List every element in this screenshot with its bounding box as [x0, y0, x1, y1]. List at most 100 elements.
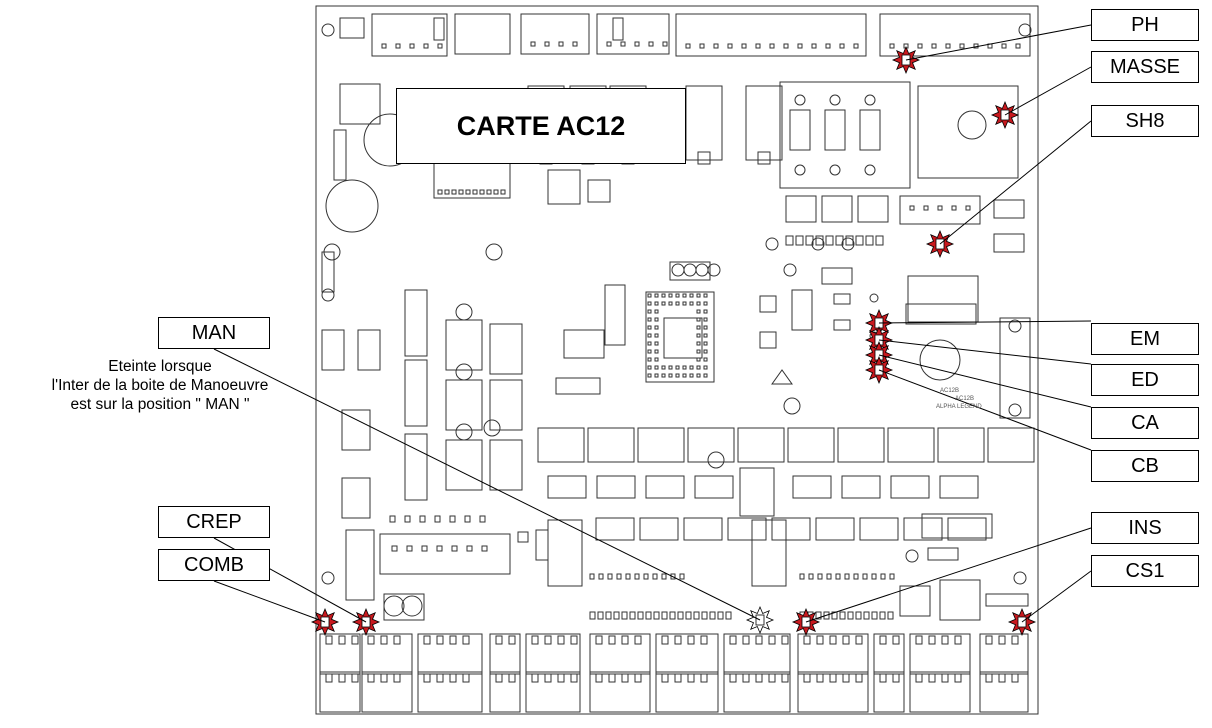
ic	[841, 475, 881, 499]
pin	[595, 673, 603, 683]
mount-hole	[1013, 571, 1027, 585]
pin	[703, 301, 708, 306]
pin	[351, 635, 359, 645]
pin	[654, 325, 659, 330]
pin	[687, 635, 695, 645]
bottom-connector	[417, 671, 483, 713]
pin	[472, 189, 478, 195]
pin	[616, 573, 622, 580]
pin	[423, 673, 431, 683]
label-ins: INS	[1091, 512, 1199, 544]
component	[927, 547, 959, 561]
pin	[928, 635, 936, 645]
pin	[661, 673, 669, 683]
capacitor	[325, 179, 379, 233]
label-crep: CREP	[158, 506, 270, 538]
pin	[727, 43, 733, 49]
pin	[717, 611, 724, 620]
pin	[755, 635, 763, 645]
board-marking-1: AC12B	[940, 388, 959, 394]
pin	[668, 373, 673, 378]
transistor	[547, 169, 581, 205]
mount-hole	[783, 263, 797, 277]
pin	[703, 325, 708, 330]
pin	[675, 293, 680, 298]
pin	[451, 189, 457, 195]
terminal-screw	[864, 94, 876, 106]
pin	[449, 673, 457, 683]
pin	[954, 635, 962, 645]
pin	[647, 341, 652, 346]
board-logo	[919, 339, 961, 381]
pin	[965, 205, 971, 211]
pin	[703, 341, 708, 346]
component	[759, 331, 777, 349]
pin	[654, 341, 659, 346]
pin	[449, 515, 456, 523]
pin	[696, 301, 701, 306]
pin	[508, 635, 516, 645]
pin	[380, 673, 388, 683]
pin	[597, 611, 604, 620]
man-note: Eteinte lorsque l'Inter de la boite de M…	[0, 357, 320, 414]
pin	[703, 317, 708, 322]
relay	[341, 409, 371, 451]
mount-hole	[841, 237, 855, 251]
pin	[825, 43, 831, 49]
pin	[729, 673, 737, 683]
pin	[689, 365, 694, 370]
top-connector	[520, 13, 590, 55]
pin	[367, 673, 375, 683]
pin	[608, 673, 616, 683]
pin	[444, 189, 450, 195]
dip-ic	[445, 379, 483, 431]
pin	[696, 341, 701, 346]
ic	[687, 427, 735, 463]
dip-ic	[404, 359, 428, 427]
pin	[696, 333, 701, 338]
pin	[643, 573, 649, 580]
pin	[755, 673, 763, 683]
pin	[696, 349, 701, 354]
pin	[842, 635, 850, 645]
pin	[404, 515, 411, 523]
pin	[325, 673, 333, 683]
pin	[892, 635, 900, 645]
pin	[696, 325, 701, 330]
pin	[393, 635, 401, 645]
pin	[661, 293, 666, 298]
pin	[449, 635, 457, 645]
pin	[634, 573, 640, 580]
pin	[572, 41, 578, 47]
pin	[647, 293, 652, 298]
pin	[700, 635, 708, 645]
pin	[434, 515, 441, 523]
pin	[799, 573, 805, 580]
pin	[1011, 635, 1019, 645]
bottom-connector	[655, 671, 719, 713]
pin	[634, 41, 640, 47]
pin	[495, 673, 503, 683]
pin	[661, 635, 669, 645]
pin	[835, 573, 841, 580]
component	[357, 329, 381, 371]
pin	[634, 635, 642, 645]
mount-hole	[321, 23, 335, 37]
pin	[479, 189, 485, 195]
component	[587, 179, 611, 203]
pin	[531, 673, 539, 683]
label-em: EM	[1091, 323, 1199, 355]
pin	[558, 41, 564, 47]
pin	[785, 235, 794, 246]
pin	[703, 293, 708, 298]
relay	[341, 477, 371, 519]
leader-masse	[1004, 66, 1092, 116]
component	[921, 513, 993, 539]
pin	[797, 43, 803, 49]
pin	[479, 515, 486, 523]
man-note-line-1: Eteinte lorsque	[108, 358, 212, 375]
pin	[423, 635, 431, 645]
leader-man	[213, 348, 761, 621]
pin	[654, 373, 659, 378]
